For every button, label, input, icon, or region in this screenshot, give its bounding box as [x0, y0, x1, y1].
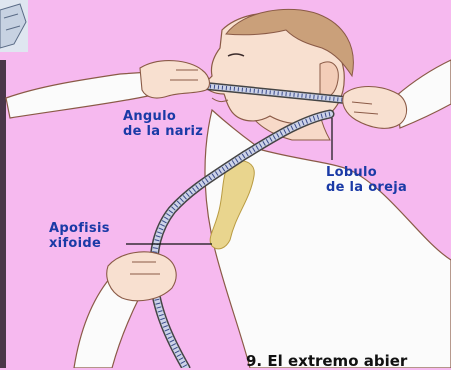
label-ear-lobe-line1: Lobulo — [326, 165, 407, 180]
label-nose-angle: Angulo de la nariz — [123, 109, 203, 139]
label-xiphoid-line2: xifoide — [49, 236, 110, 251]
left-hand — [140, 61, 209, 98]
label-xiphoid-line1: Apofisis — [49, 221, 110, 236]
label-ear-lobe-line2: de la oreja — [326, 180, 407, 195]
label-ear-lobe: Lobulo de la oreja — [326, 165, 407, 195]
caption-text: 9. El extremo abier — [246, 352, 407, 370]
inset-image-corner — [0, 0, 28, 52]
lower-hand — [107, 252, 176, 301]
label-xiphoid: Apofisis xifoide — [49, 221, 110, 251]
torso — [205, 110, 451, 368]
left-edge-shadow — [0, 60, 6, 368]
right-hand — [343, 87, 407, 129]
label-nose-angle-line2: de la nariz — [123, 124, 203, 139]
label-nose-angle-line1: Angulo — [123, 109, 203, 124]
